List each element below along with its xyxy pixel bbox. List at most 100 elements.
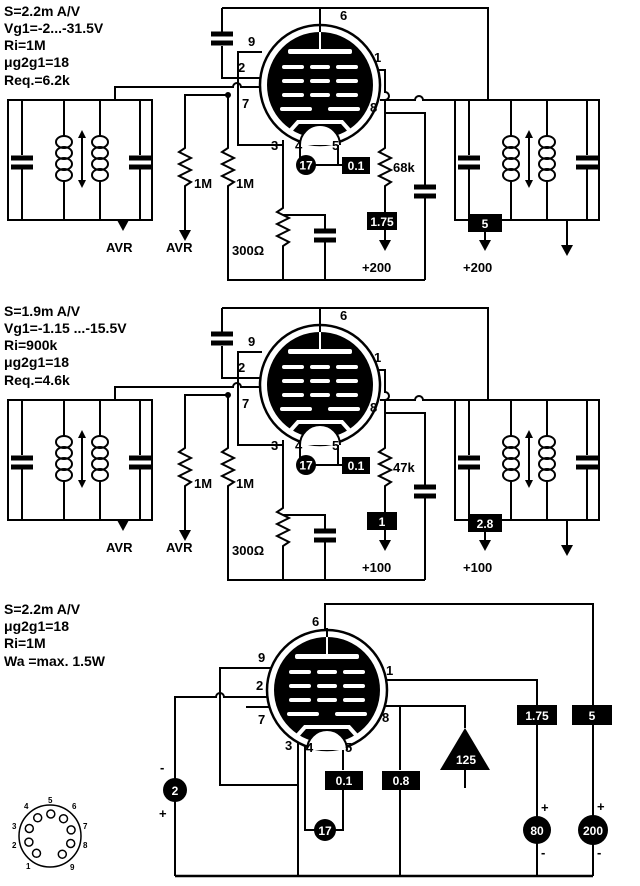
anode-current-box — [517, 705, 557, 725]
polarity-plus: + — [541, 800, 549, 815]
avr-label: AVR — [106, 540, 133, 555]
supply-arrow-icon — [379, 240, 391, 251]
pin-label: 6 — [340, 308, 347, 323]
input-if-transformer — [8, 400, 152, 520]
polarity-plus: + — [597, 799, 605, 814]
anode-supply-voltage: 80 — [530, 824, 544, 838]
heater-current-box — [342, 157, 370, 174]
ground-arrow-icon — [561, 545, 573, 556]
anode-current: 1.75 — [370, 215, 394, 229]
avr-arrow-icon — [117, 520, 129, 531]
supply-voltage: +100 — [362, 560, 391, 575]
avr-arrow-icon — [117, 220, 129, 231]
avr-label: AVR — [166, 540, 193, 555]
param-line: Ri=1M — [4, 37, 46, 53]
pin-labels: 1 2 3 4 5 6 7 8 9 — [256, 614, 393, 755]
socket-pin-label: 1 — [26, 862, 31, 871]
supply-voltage: +200 — [463, 260, 492, 275]
heater-current-box — [342, 457, 370, 474]
pin-label: 1 — [374, 350, 381, 365]
polarity-minus: - — [597, 845, 601, 860]
screen-capacitor — [414, 187, 436, 196]
amplifier-section: S=1.9m A/V Vg1=-1.15 ...-15.5V Ri=900k μ… — [4, 303, 599, 581]
polarity-minus: - — [541, 845, 545, 860]
param-line: Vg1=-1.15 ...-15.5V — [4, 320, 127, 336]
pin-label: 4 — [295, 138, 303, 153]
pin-label: 7 — [242, 96, 249, 111]
wiring — [114, 7, 572, 281]
test-circuit: S=2.2m A/V μg2g1=18 Ri=1M Wa =max. 1.5W … — [4, 601, 612, 878]
pentode-tube — [258, 321, 382, 447]
screen-current: 5 — [589, 709, 596, 723]
cathode-resistor — [276, 199, 290, 251]
param-line: S=2.2m A/V — [4, 3, 81, 19]
pin8-current: 0.8 — [393, 774, 410, 788]
polarity-minus: - — [160, 760, 164, 775]
pin-label: 3 — [271, 438, 278, 453]
socket-pin-label: 3 — [12, 822, 17, 831]
pin-label: 9 — [248, 34, 255, 49]
screen-current-box — [572, 705, 612, 725]
screen-capacitor — [414, 487, 436, 496]
screen-current-box — [468, 514, 502, 532]
socket-pin-hole — [66, 825, 76, 835]
pin-label: 4 — [295, 438, 303, 453]
supply-voltage: +100 — [463, 560, 492, 575]
polarity-plus: + — [159, 806, 167, 821]
socket-pin-label: 2 — [12, 841, 17, 850]
socket-pin-label: 7 — [83, 822, 88, 831]
anode-resistor — [378, 439, 392, 491]
heater-current: 0.1 — [348, 459, 365, 473]
socket-pin-label: 8 — [83, 841, 88, 850]
parameter-block: S=1.9m A/V Vg1=-1.15 ...-15.5V Ri=900k μ… — [4, 303, 127, 388]
pin-label: 1 — [386, 663, 393, 678]
wiring — [174, 603, 594, 878]
pin-label: 6 — [312, 614, 319, 629]
pin-label: 6 — [340, 8, 347, 23]
socket-pin-hole — [65, 838, 76, 849]
resistor-value: 47k — [393, 460, 415, 475]
pentode-tube — [265, 626, 389, 752]
heater-voltage: 17 — [299, 459, 313, 473]
supply-arrow-icon — [479, 240, 491, 251]
resistor-value: 1M — [236, 476, 254, 491]
param-line: Vg1=-2...-31.5V — [4, 20, 104, 36]
grid-resistor-a — [178, 439, 192, 491]
pin-label: 1 — [374, 50, 381, 65]
grid-resistor-a — [178, 139, 192, 191]
socket-pin-label: 6 — [72, 802, 77, 811]
param-line: Req.=6.2k — [4, 72, 70, 88]
heater-voltage-circle — [296, 455, 316, 475]
input-if-transformer — [8, 100, 152, 220]
param-line: Ri=1M — [4, 635, 46, 651]
grid-resistor-b — [221, 139, 235, 191]
parameter-block: S=2.2m A/V Vg1=-2...-31.5V Ri=1M μg2g1=1… — [4, 3, 104, 88]
socket-pin-hole — [31, 848, 42, 859]
heater-current-box — [325, 771, 363, 790]
screen-current: 5 — [482, 217, 489, 231]
pin-label: 8 — [382, 710, 389, 725]
param-line: μg2g1=18 — [4, 54, 69, 70]
supply-arrow-icon — [379, 540, 391, 551]
resistor-value: 300Ω — [232, 543, 264, 558]
socket-pin-hole — [58, 813, 69, 824]
amplifier-section: S=2.2m A/V Vg1=-2...-31.5V Ri=1M μg2g1=1… — [4, 3, 599, 281]
socket-pin-hole — [24, 823, 35, 834]
screen-supply-voltage: 200 — [583, 824, 603, 838]
pin-label: 2 — [238, 360, 245, 375]
pin-label: 7 — [242, 396, 249, 411]
heater-voltage: 17 — [299, 159, 313, 173]
coupling-capacitor — [211, 34, 233, 43]
resistor-value: 68k — [393, 160, 415, 175]
socket-pin-hole — [24, 837, 34, 847]
anode-supply — [523, 816, 551, 844]
anode-current: 1 — [379, 515, 386, 529]
pin-label: 8 — [370, 100, 377, 115]
anode-current-box — [367, 212, 397, 230]
pin-label: 2 — [256, 678, 263, 693]
param-line: μg2g1=18 — [4, 354, 69, 370]
cathode-capacitor — [314, 531, 336, 540]
grid-resistor-b — [221, 439, 235, 491]
